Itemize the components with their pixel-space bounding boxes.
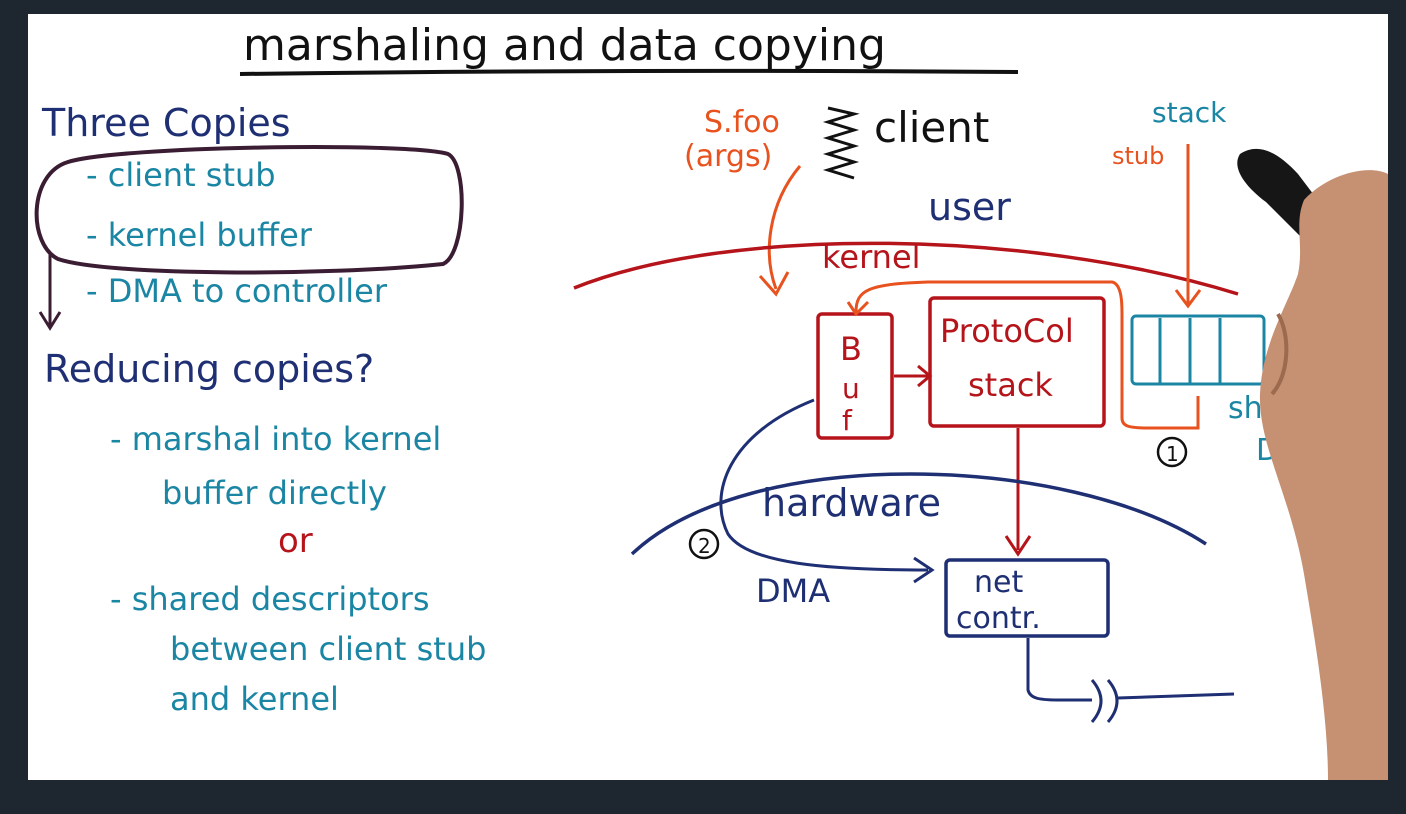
network-line	[1026, 638, 1092, 702]
whiteboard: marshaling and data copying Three Copies…	[34, 20, 1388, 780]
copy-client-stub: - client stub	[86, 156, 276, 194]
dma-path-head	[913, 556, 935, 584]
network-break	[1090, 679, 1119, 723]
three-copies-heading: Three Copies	[41, 101, 291, 145]
copy-kernel-buffer: - kernel buffer	[86, 216, 313, 254]
hand-knuckle	[1270, 312, 1289, 396]
kernel-label: kernel	[822, 238, 921, 276]
title-underline	[239, 68, 1019, 76]
option-marshal-line1: - marshal into kernel	[110, 420, 441, 458]
protocol-stack-label: stack	[968, 366, 1053, 404]
shared-descriptor-slots	[1158, 318, 1222, 384]
call-arrow-head	[758, 271, 790, 297]
slide-title: marshaling and data copying	[243, 20, 886, 71]
call-args: (args)	[684, 139, 772, 174]
stub-label: stub	[1112, 142, 1164, 170]
call-sfoo: S.foo	[704, 105, 780, 140]
buf-letter-f: f	[842, 404, 853, 437]
protocol-label: ProtoCol	[940, 312, 1074, 350]
descriptor-path-1-head	[846, 300, 870, 317]
dma-label: DMA	[756, 572, 830, 610]
stub-arrow-head	[1174, 289, 1202, 309]
step-2-label: 2	[698, 534, 711, 558]
option-marshal-line2: buffer directly	[162, 474, 387, 512]
protocol-to-controller-arrow-head	[1004, 535, 1032, 557]
buf-letter-u: u	[842, 372, 860, 405]
step-1-circle	[1156, 436, 1188, 468]
option-shared-line2: between client stub	[170, 630, 486, 668]
hardware-label: hardware	[762, 481, 941, 525]
copy-dma-controller: - DMA to controller	[86, 272, 388, 310]
user-label: user	[928, 185, 1011, 229]
whiteboard-frame: marshaling and data copying Three Copies…	[28, 14, 1388, 780]
protocol-stack-box	[928, 296, 1106, 428]
pen-icon	[1237, 148, 1388, 780]
reducing-copies-question: Reducing copies?	[44, 347, 374, 391]
network-line-tail	[1117, 692, 1235, 700]
hand-shape	[1259, 170, 1388, 780]
stack-label: stack	[1152, 96, 1227, 129]
or-word: or	[278, 521, 313, 561]
spring-icon	[822, 106, 860, 180]
kernel-hardware-boundary	[630, 472, 1207, 556]
step-2-circle	[688, 528, 720, 560]
option-shared-line3: and kernel	[170, 680, 339, 718]
descriptor-path-1	[854, 280, 1200, 430]
copies-loop-outline	[34, 145, 464, 275]
dma-path	[719, 398, 929, 572]
client-label: client	[874, 103, 989, 152]
net-controller-box	[944, 558, 1110, 638]
contr-label: contr.	[956, 601, 1041, 636]
step-1-label: 1	[1166, 442, 1179, 466]
call-arrow	[767, 165, 802, 290]
option-shared-line1: - shared descriptors	[110, 580, 429, 618]
copies-down-arrow-head	[38, 311, 62, 331]
buf-letter-b: B	[840, 330, 862, 368]
shared-descriptor-ring	[1130, 314, 1266, 386]
net-label: net	[974, 565, 1023, 600]
user-kernel-boundary	[573, 241, 1239, 296]
